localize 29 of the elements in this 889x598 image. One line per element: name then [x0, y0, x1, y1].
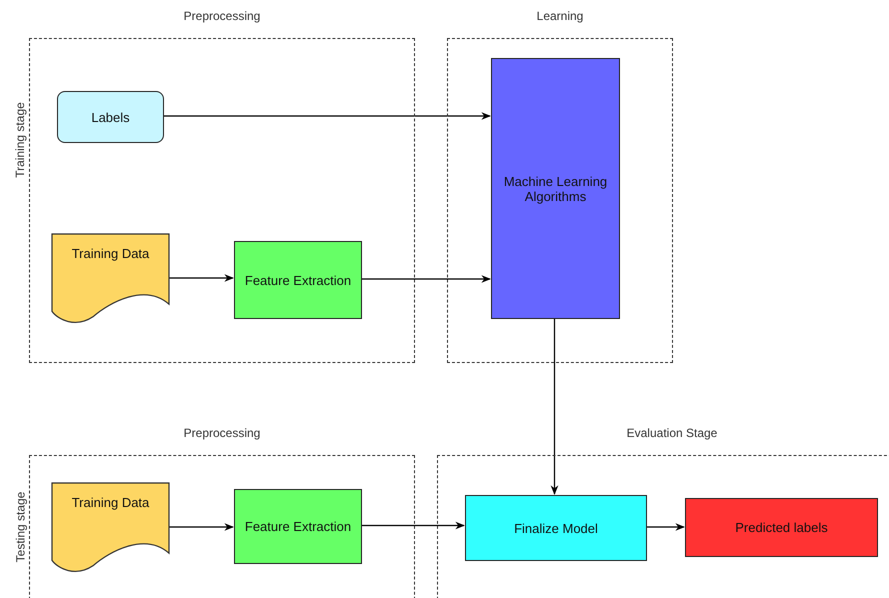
node-label: Feature Extraction — [244, 519, 352, 534]
process-box — [57, 91, 164, 143]
arrow — [361, 275, 491, 283]
node-label: Finalize Model — [513, 520, 599, 536]
arrow — [361, 522, 465, 530]
arrow — [550, 318, 558, 495]
node-label: Feature Extraction — [244, 272, 352, 288]
stage-label: Training stage — [12, 102, 27, 178]
process-box — [685, 498, 878, 557]
node-label: Predicted labels — [734, 520, 829, 535]
node-label: Labels — [90, 110, 131, 124]
group-heading: Preprocessing — [184, 9, 260, 23]
process-box — [234, 241, 362, 319]
process-box — [491, 58, 620, 319]
node-label: Training Data — [70, 495, 150, 510]
node-label: Machine Learning Algorithms — [502, 174, 608, 204]
arrow — [646, 523, 685, 531]
document-shape — [52, 234, 169, 324]
arrow — [163, 112, 491, 120]
process-box — [234, 489, 362, 564]
process-box — [465, 495, 647, 561]
group-heading: Learning — [536, 9, 584, 23]
arrow — [168, 523, 234, 531]
document-shape — [52, 483, 169, 573]
group-heading: Preprocessing — [184, 426, 260, 440]
stage-label: Testing stage — [12, 492, 27, 562]
arrow — [168, 274, 234, 282]
group-heading: Evaluation Stage — [626, 426, 718, 440]
node-label: Training Data — [70, 246, 150, 261]
